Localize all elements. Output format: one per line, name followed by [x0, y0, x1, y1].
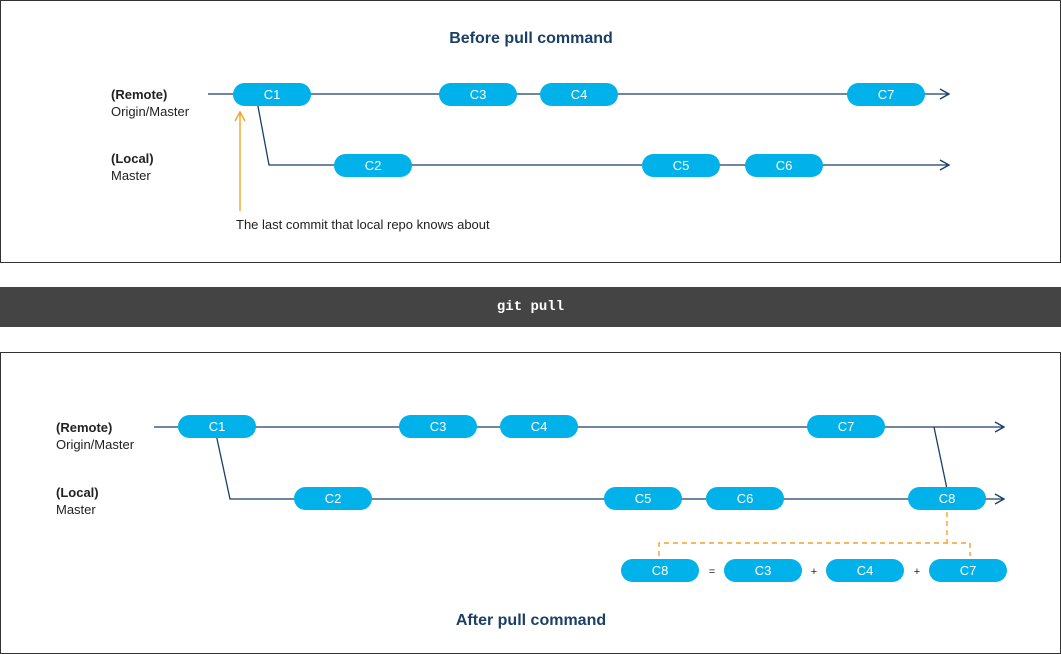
- after-local-label: (Local): [56, 485, 99, 500]
- equation-c4-label: C4: [857, 563, 874, 578]
- after-commit-c6-label: C6: [737, 491, 754, 506]
- equation-c8-label: C8: [652, 563, 669, 578]
- after-remote-label: (Remote): [56, 420, 112, 435]
- merge-line: [933, 426, 948, 490]
- commit-c3-label: C3: [470, 87, 487, 102]
- after-commit-c4: C4: [500, 415, 578, 438]
- equation-c3: C3: [724, 559, 802, 582]
- commit-c4: C4: [540, 83, 618, 106]
- plus-sign-2: +: [914, 566, 920, 578]
- commit-c1-label: C1: [264, 87, 281, 102]
- after-remote-sublabel: Origin/Master: [56, 437, 135, 452]
- command-banner: git pull: [0, 287, 1061, 327]
- after-commit-c4-label: C4: [531, 419, 548, 434]
- after-diagram: (Remote) Origin/Master (Local) Master C1…: [56, 415, 1007, 629]
- equation-c8: C8: [621, 559, 699, 582]
- before-panel: Before pull command (Remote) Origin/Mast…: [0, 0, 1061, 263]
- commit-c7-label: C7: [878, 87, 895, 102]
- equation-c3-label: C3: [755, 563, 772, 578]
- before-local-branch-line: [256, 100, 951, 171]
- equation-c7: C7: [929, 559, 1007, 582]
- after-title: After pull command: [456, 612, 606, 629]
- after-commit-c8: C8: [908, 487, 986, 510]
- commit-c6: C6: [745, 154, 823, 177]
- before-remote-sublabel: Origin/Master: [111, 104, 190, 119]
- before-remote-label: (Remote): [111, 87, 167, 102]
- after-commit-c5-label: C5: [635, 491, 652, 506]
- commit-c2: C2: [334, 154, 412, 177]
- equals-sign: =: [709, 566, 715, 578]
- before-diagram: Before pull command (Remote) Origin/Mast…: [111, 30, 951, 232]
- after-commit-c7-label: C7: [838, 419, 855, 434]
- after-local-sublabel: Master: [56, 502, 96, 517]
- after-commit-c8-label: C8: [939, 491, 956, 506]
- commit-c7: C7: [847, 83, 925, 106]
- commit-c5: C5: [642, 154, 720, 177]
- equation-c7-label: C7: [960, 563, 977, 578]
- after-commit-c2: C2: [294, 487, 372, 510]
- before-local-label: (Local): [111, 151, 154, 166]
- after-commit-c3: C3: [399, 415, 477, 438]
- commit-c5-label: C5: [673, 158, 690, 173]
- commit-c3: C3: [439, 83, 517, 106]
- commit-c4-label: C4: [571, 87, 588, 102]
- merge-bracket: [658, 512, 971, 556]
- commit-c2-label: C2: [365, 158, 382, 173]
- after-commit-c1-label: C1: [209, 419, 226, 434]
- after-commit-c7: C7: [807, 415, 885, 438]
- plus-sign-1: +: [811, 566, 817, 578]
- commit-c1: C1: [233, 83, 311, 106]
- after-commit-c2-label: C2: [325, 491, 342, 506]
- after-commit-c1: C1: [178, 415, 256, 438]
- before-local-sublabel: Master: [111, 168, 151, 183]
- before-note: The last commit that local repo knows ab…: [236, 217, 490, 232]
- commit-c6-label: C6: [776, 158, 793, 173]
- before-title: Before pull command: [449, 30, 613, 47]
- after-commit-c3-label: C3: [430, 419, 447, 434]
- equation-c4: C4: [826, 559, 904, 582]
- after-commit-c6: C6: [706, 487, 784, 510]
- after-panel: (Remote) Origin/Master (Local) Master C1…: [0, 352, 1061, 654]
- after-commit-c5: C5: [604, 487, 682, 510]
